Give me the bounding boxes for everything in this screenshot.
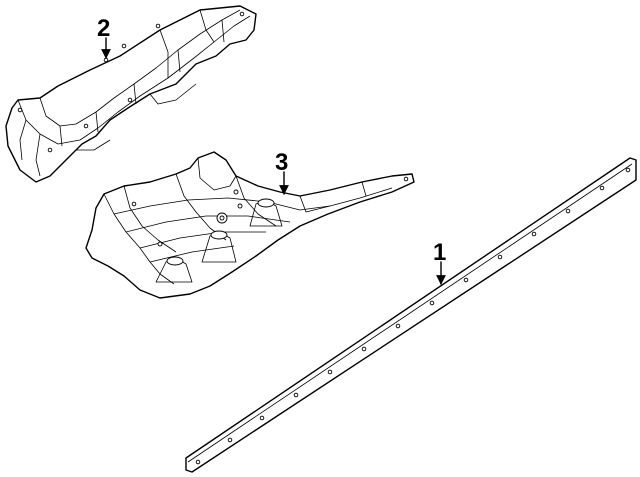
callout-1-label: 1 [433,239,446,266]
part-2-floor-pan-upper[interactable] [5,5,257,183]
part-1-sill-strip[interactable] [185,157,637,473]
callout-2[interactable]: 2 [97,15,111,59]
part-3-floor-pan-rear[interactable] [85,151,415,299]
callout-3[interactable]: 3 [275,149,289,195]
callout-1[interactable]: 1 [433,239,446,285]
callout-2-label: 2 [97,15,110,42]
callout-3-label: 3 [275,149,288,176]
